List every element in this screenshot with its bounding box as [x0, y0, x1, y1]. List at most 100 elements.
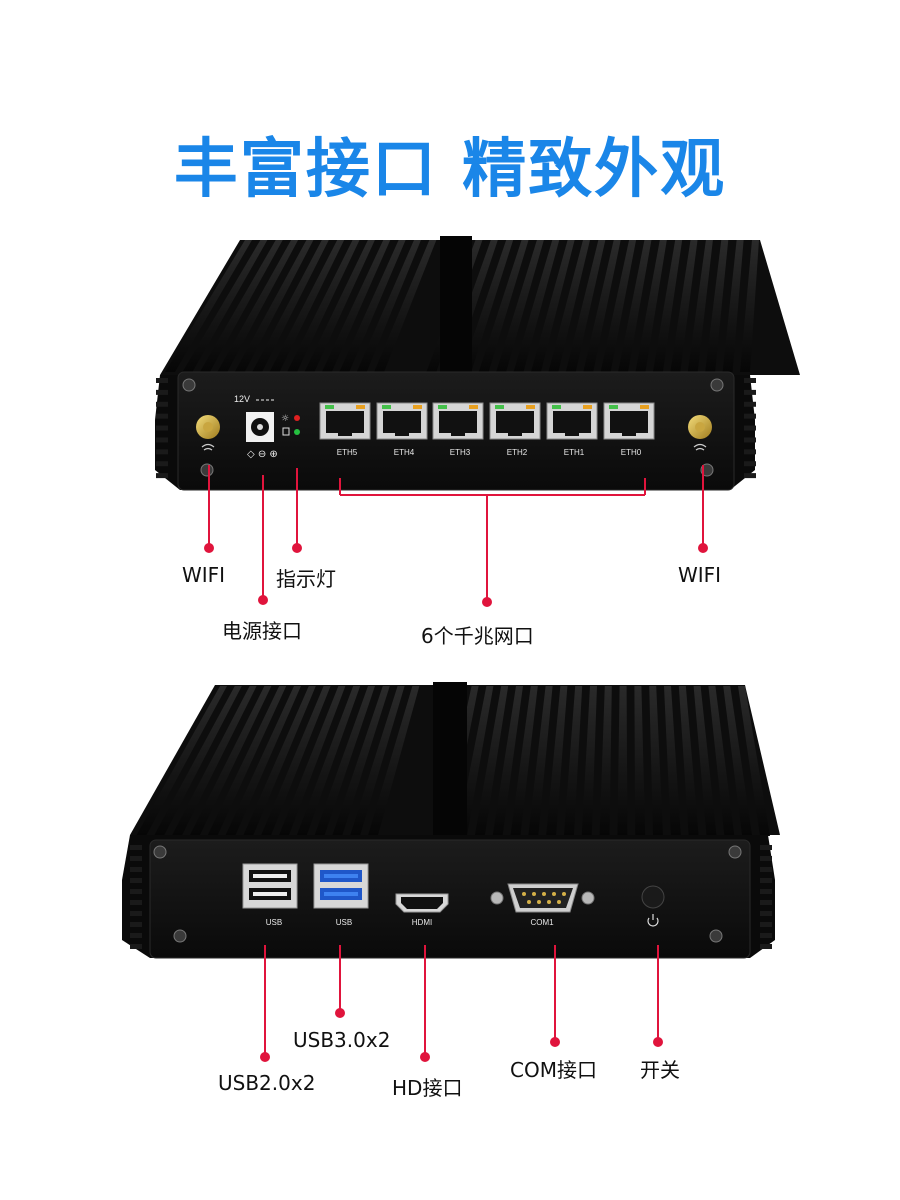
bottom-front-panel — [149, 839, 751, 959]
heatsink-fin — [474, 686, 509, 836]
activity-led — [469, 405, 478, 409]
heatsink-fin — [207, 686, 287, 836]
ethernet-socket — [553, 411, 591, 436]
heatsink-fin — [171, 686, 257, 836]
heatsink-fin — [565, 240, 606, 372]
eth-port-label: ETH0 — [620, 448, 642, 457]
heatsink-fin — [708, 686, 735, 836]
heatsink-side-fin — [760, 889, 772, 894]
callout-lines — [204, 465, 708, 1062]
heatsink-side-fin — [130, 933, 142, 938]
callout-wifi-right: WIFI — [678, 563, 722, 587]
heatsink-side-fin — [760, 922, 772, 927]
heatsink-fin — [496, 240, 544, 372]
power-voltage-label: 12V — [234, 394, 251, 404]
indicator-leds: ☼ — [281, 414, 300, 436]
heatsink-fin — [225, 686, 301, 836]
heatsink-side-fin — [130, 867, 142, 872]
callout-power-switch: 开关 — [640, 1058, 680, 1082]
callout-indicator-light: 指示灯 — [276, 567, 336, 591]
heatsink-fin — [583, 240, 621, 372]
usb3-port-stack — [313, 863, 369, 909]
heatsink-fin — [278, 686, 346, 836]
callout-usb3: USB3.0x2 — [293, 1028, 391, 1052]
com-port-label: COM1 — [530, 918, 554, 927]
heatsink-side-fin — [156, 461, 168, 467]
heatsink-side-fin — [130, 900, 142, 905]
heatsink-fin — [705, 240, 729, 372]
heatsink-fin — [635, 240, 667, 372]
heatsink-fin — [189, 686, 272, 836]
heatsink-fin — [617, 686, 628, 836]
heatsink-fin — [513, 240, 560, 372]
heatsink-fin — [738, 686, 770, 836]
heatsink-fin — [678, 686, 699, 836]
heatsink-fin — [314, 686, 375, 836]
activity-led — [583, 405, 592, 409]
heatsink-fin — [478, 240, 529, 372]
heatsink-side-fin — [156, 449, 168, 455]
hdmi-port — [395, 893, 449, 913]
heatsink-fin — [649, 686, 664, 836]
ethernet-ports — [319, 402, 655, 440]
heatsink-side-fin — [156, 425, 168, 431]
heatsink-side-fin — [156, 401, 168, 407]
heatsink-fin — [367, 686, 420, 836]
link-led — [552, 405, 561, 409]
heatsink-side-fin — [130, 944, 142, 949]
callout-hd-port: HD接口 — [392, 1076, 463, 1100]
usb2-port-stack — [242, 863, 298, 909]
heatsink-side-fin — [744, 389, 756, 395]
heatsink-fin — [618, 240, 652, 372]
heatsink-side-fin — [760, 867, 772, 872]
activity-led — [640, 405, 649, 409]
heatsink-side-fin — [744, 437, 756, 443]
heatsink-side-fin — [760, 878, 772, 883]
callout-com-port: COM接口 — [510, 1058, 597, 1082]
heatsink-side-fin — [130, 922, 142, 927]
heatsink-fin — [740, 240, 759, 372]
ethernet-socket — [496, 411, 534, 436]
bottom-panel-screws — [153, 845, 742, 943]
eth-port-label: ETH4 — [393, 448, 415, 457]
heatsink-fin — [461, 240, 514, 372]
svg-text:◇ ⊖ ⊕: ◇ ⊖ ⊕ — [247, 449, 278, 460]
heatsink-fin — [687, 240, 713, 372]
heatsink-fin — [182, 240, 268, 372]
power-button — [641, 885, 665, 927]
heatsink-side-fin — [760, 944, 772, 949]
dc-power-jack: ◇ ⊖ ⊕ — [246, 399, 278, 460]
activity-led — [413, 405, 422, 409]
heatsink-side-fin — [156, 378, 168, 383]
heatsink-side-fin — [156, 437, 168, 443]
heatsink-fin — [296, 686, 361, 836]
com-serial-port — [490, 883, 595, 913]
heatsink-side-fin — [744, 473, 756, 479]
link-led — [382, 405, 391, 409]
heatsink-side-fin — [760, 911, 772, 916]
eth-port-label: ETH3 — [449, 448, 471, 457]
heatsink-fin — [269, 240, 345, 372]
heatsink-side-fin — [130, 911, 142, 916]
heatsink-fin — [234, 240, 314, 372]
hdmi-port-label: HDMI — [411, 918, 433, 927]
heatsink-fin — [528, 686, 553, 836]
heatsink-fin — [332, 686, 390, 836]
heatsink-fin — [530, 240, 575, 372]
heatsink-side-fin — [744, 413, 756, 419]
eth-port-label: ETH2 — [506, 448, 528, 457]
heatsink-fin — [304, 240, 375, 372]
eth-port-label: ETH1 — [563, 448, 585, 457]
heatsink-fin — [165, 240, 252, 372]
link-led — [609, 405, 618, 409]
heatsink-side-fin — [744, 461, 756, 467]
ethernet-socket — [610, 411, 648, 436]
heatsink-side-fin — [744, 378, 756, 383]
ethernet-socket — [439, 411, 477, 436]
heatsink-side-fin — [744, 425, 756, 431]
callout-power-port: 电源接口 — [222, 619, 302, 643]
heatsink-fin — [153, 686, 242, 836]
heatsink-fin — [492, 686, 523, 836]
